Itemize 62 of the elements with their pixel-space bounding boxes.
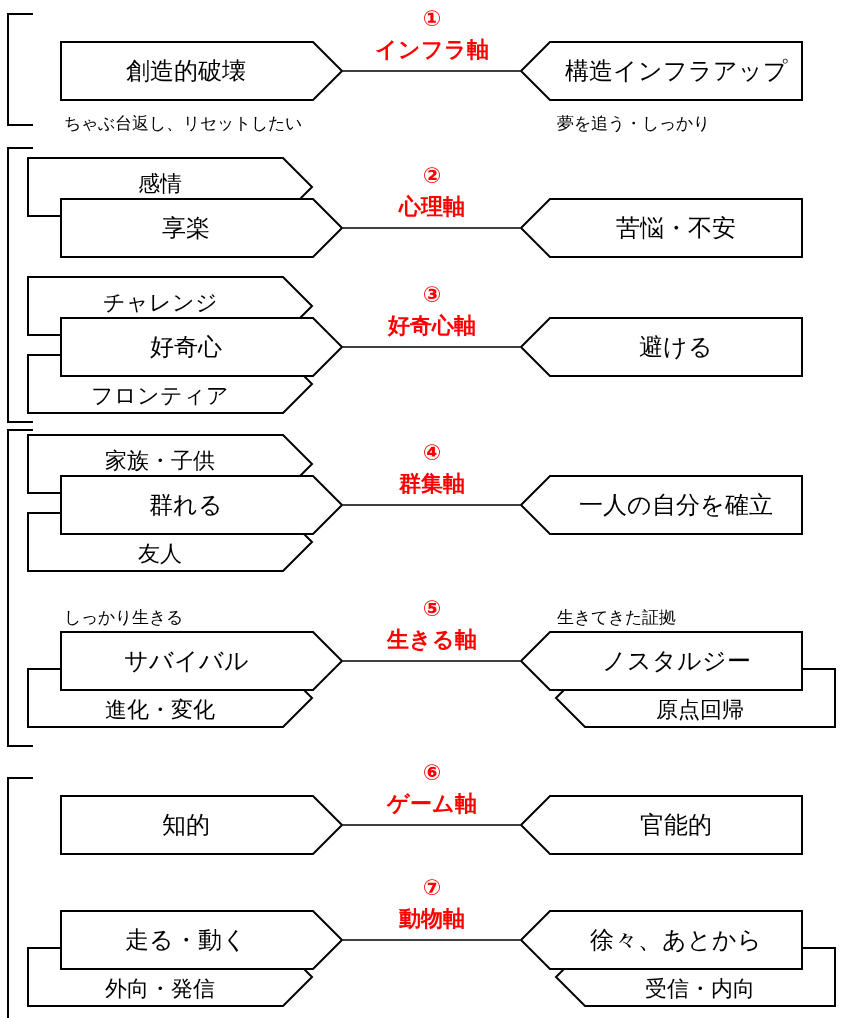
box-label: 徐々、あとから — [590, 925, 762, 956]
box-label: 友人 — [138, 540, 182, 568]
box-label: 構造インフラアップ — [564, 56, 788, 87]
arrow-box — [520, 631, 803, 691]
box-label: 好奇心 — [150, 332, 222, 363]
axis-title: 生きる軸 — [387, 626, 477, 654]
box-label: 避ける — [639, 332, 713, 363]
box-label: 感情 — [138, 170, 182, 198]
box-label: ノスタルジー — [601, 646, 751, 677]
axis-title: インフラ軸 — [375, 36, 489, 64]
note-text: 夢を追う・しっかり — [557, 111, 710, 135]
box-label: 創造的破壊 — [126, 56, 246, 87]
arrow-box — [60, 475, 343, 535]
box-label: サバイバル — [123, 646, 249, 677]
axis-number: ③ — [422, 281, 442, 307]
axis-number: ⑥ — [422, 759, 442, 785]
arrow-box — [60, 41, 343, 101]
connector-line — [342, 70, 521, 72]
axis-title: 群集軸 — [399, 470, 465, 498]
arrow-box — [520, 795, 803, 855]
arrow-box — [60, 317, 343, 377]
note-text: 生きてきた証拠 — [557, 605, 676, 629]
box-label: 官能的 — [640, 810, 712, 841]
axis-number: ② — [422, 162, 442, 188]
axis-number: ⑦ — [422, 874, 442, 900]
arrow-box — [520, 910, 803, 970]
box-label: 原点回帰 — [656, 696, 744, 724]
axis-title: ゲーム軸 — [387, 790, 477, 818]
box-label: 苦悩・不安 — [616, 213, 736, 244]
axis-title: 心理軸 — [399, 193, 465, 221]
connector-line — [342, 939, 521, 941]
axis-number: ⑤ — [422, 595, 442, 621]
box-label: チャレンジ — [102, 289, 218, 317]
arrow-box — [60, 198, 343, 258]
axis-number: ④ — [422, 439, 442, 465]
connector-line — [342, 660, 521, 662]
box-label: 受信・内向 — [645, 975, 755, 1003]
axis-number: ① — [422, 5, 442, 31]
box-label: 知的 — [162, 810, 210, 841]
axis-title: 動物軸 — [399, 905, 465, 933]
box-label: 走る・動く — [125, 925, 247, 956]
arrow-box — [520, 198, 803, 258]
box-label: 一人の自分を確立 — [579, 490, 773, 521]
note-text: ちゃぶ台返し、リセットしたい — [64, 111, 302, 135]
arrow-box — [60, 795, 343, 855]
axis-title: 好奇心軸 — [388, 312, 476, 340]
arrow-box — [60, 910, 343, 970]
box-label: 進化・変化 — [105, 696, 215, 724]
connector-line — [342, 504, 521, 506]
box-label: 享楽 — [162, 213, 210, 244]
box-label: 群れる — [149, 490, 223, 521]
connector-line — [342, 227, 521, 229]
arrow-box — [60, 631, 343, 691]
box-label: 外向・発信 — [105, 975, 215, 1003]
arrow-box — [520, 41, 803, 101]
connector-line — [342, 346, 521, 348]
arrow-box — [520, 317, 803, 377]
connector-line — [342, 824, 521, 826]
box-label: フロンティア — [91, 382, 229, 410]
box-label: 家族・子供 — [105, 447, 215, 475]
note-text: しっかり生きる — [64, 605, 183, 629]
arrow-box — [520, 475, 803, 535]
